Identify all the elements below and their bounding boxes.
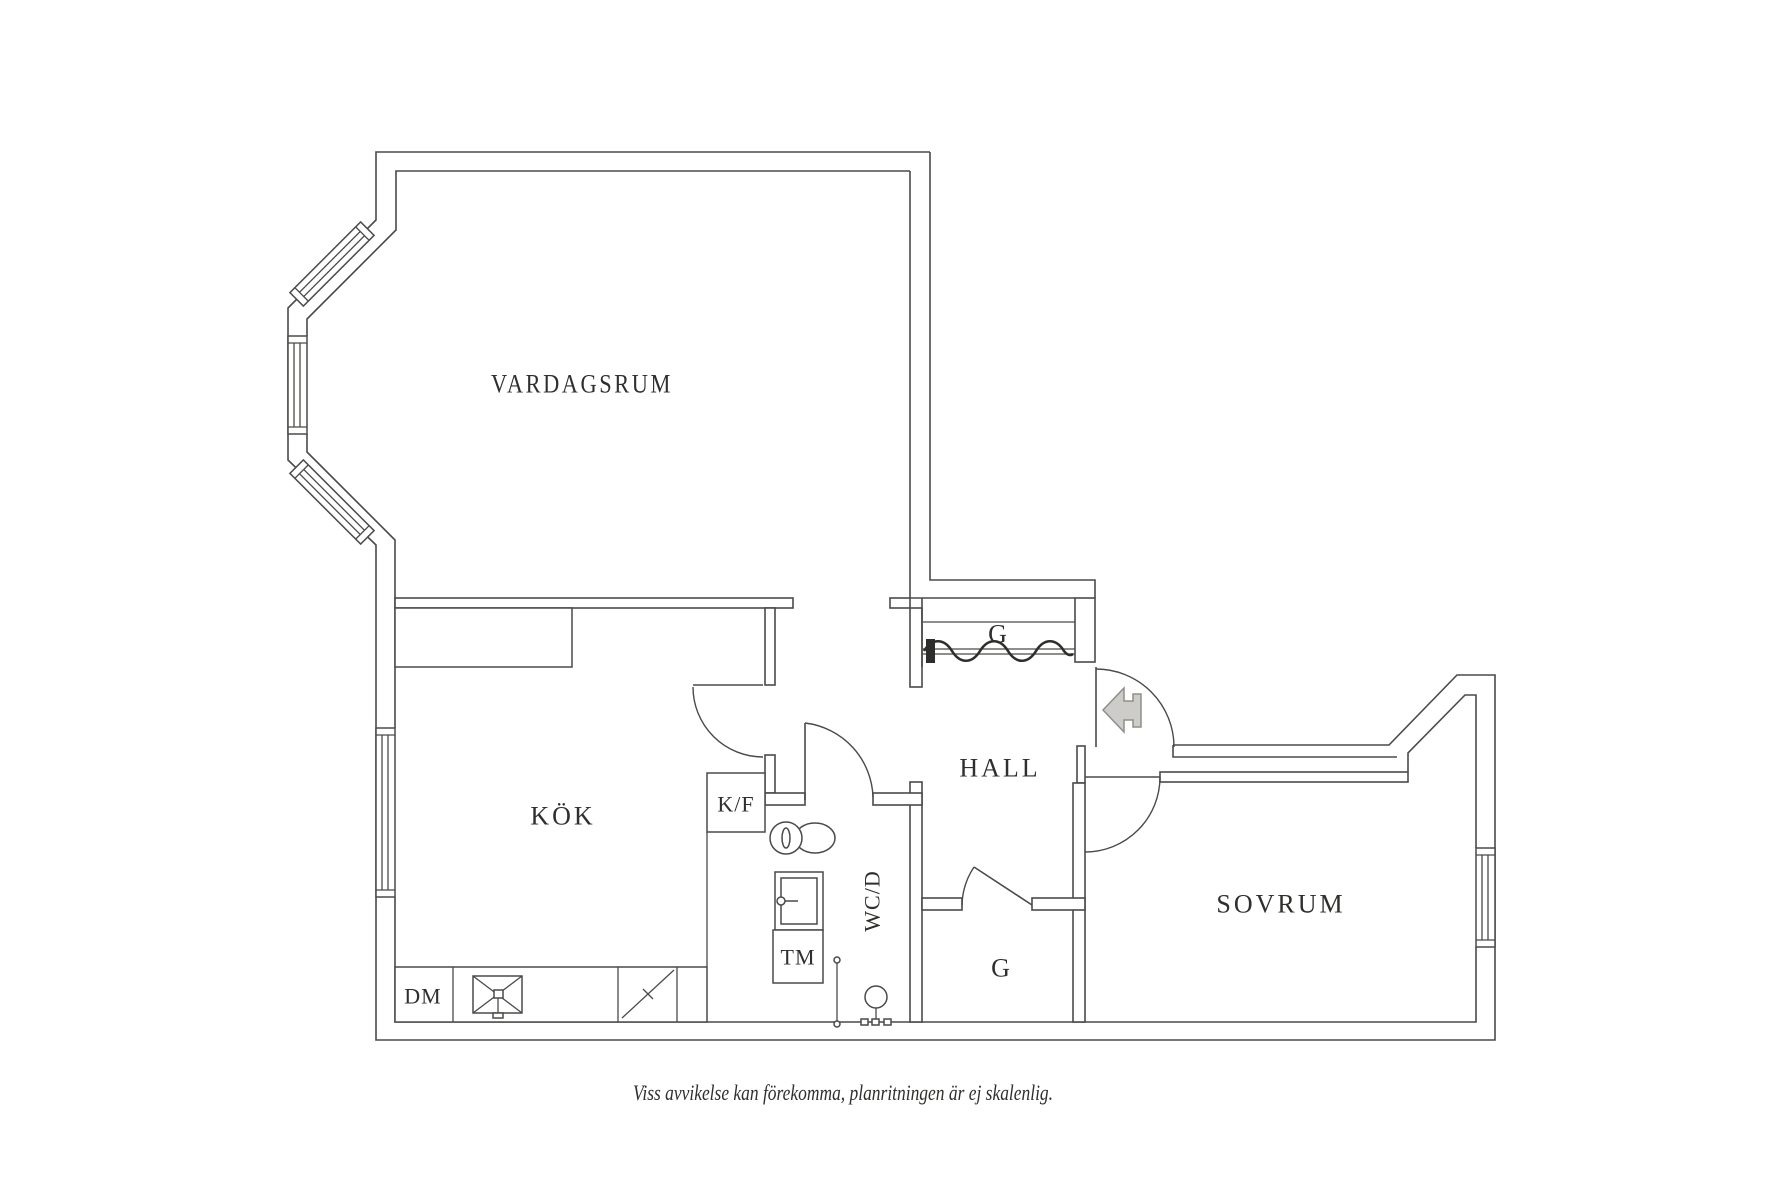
kitchen-window (375, 727, 396, 898)
closet-label-bottom: G (991, 954, 1013, 983)
bay-window-lower (288, 458, 376, 546)
wardrobe-top (921, 598, 1075, 667)
bay-window-center (287, 335, 308, 435)
kitchen-door (692, 684, 764, 758)
kitchen-sink-icon (472, 975, 523, 1019)
kitchen-counter-top (394, 607, 573, 668)
wc-door (804, 722, 874, 800)
stove-icon (621, 969, 675, 1019)
room-label-sovrum: SOVRUM (1216, 890, 1345, 919)
walls-outline (287, 151, 1496, 1041)
room-label-wcd: WC/D (860, 870, 885, 931)
caption-text: Viss avvikelse kan förekomma, planritnin… (633, 1080, 1053, 1105)
kitchen-fixtures (394, 607, 766, 1023)
fridge-freezer-box (706, 772, 766, 833)
appliance-label-tm: TM (781, 945, 816, 970)
entry-direction-arrow (1101, 686, 1142, 734)
room-label-vardagsrum: VARDAGSRUM (491, 370, 673, 399)
washing-machine-box (772, 929, 824, 984)
room-label-kok: KÖK (530, 802, 595, 831)
appliance-label-dm: DM (404, 984, 441, 1009)
closet-label-top: G (988, 620, 1010, 649)
toilet-icon (769, 821, 836, 855)
entry-door (1095, 667, 1175, 748)
bedroom-door (1084, 776, 1161, 853)
closet-door (961, 866, 1033, 906)
bedroom-window (1475, 847, 1496, 948)
room-label-hall: HALL (959, 754, 1040, 783)
windows (287, 220, 1496, 948)
appliance-label-kf: K/F (717, 792, 754, 817)
washbasin-icon (774, 871, 824, 931)
shower-icon (833, 956, 892, 1028)
wc-fixtures (769, 821, 892, 1028)
doors (692, 667, 1175, 906)
kitchen-counter-bottom (394, 966, 708, 1023)
bay-window-upper (288, 220, 376, 308)
wardrobe-rail-icon (922, 639, 1075, 663)
